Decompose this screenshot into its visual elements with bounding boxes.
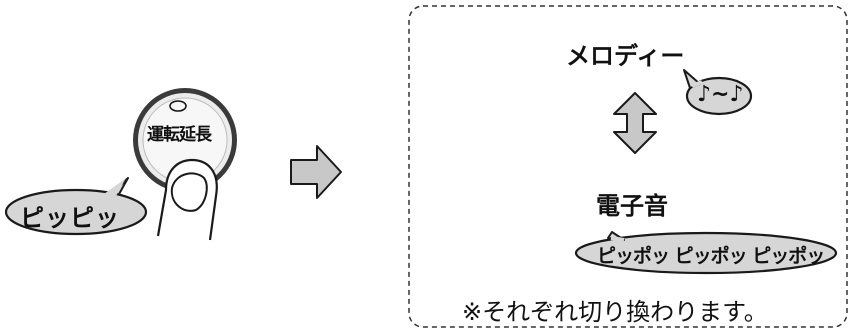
dashed-panel (408, 5, 848, 328)
switch-note: ※それぞれ切り換わります。 (462, 298, 768, 326)
beep-bubble-left-text: ピッピッ (20, 204, 120, 232)
beep-bubble-left (4, 177, 148, 236)
melody-label: メロディー (566, 42, 685, 70)
melody-bubble-text: ♪~♪ (697, 82, 744, 107)
right-arrow-icon (290, 145, 342, 199)
operation-lamp-icon (169, 100, 187, 112)
electronic-beep-bubble-text: ピッポッ ピッポッ ピッポッ (597, 245, 825, 267)
button-note-glyph: ○♪ (174, 97, 195, 113)
button-label: 運転延長 (147, 125, 212, 145)
melody-bubble (683, 69, 753, 116)
finger-icon (156, 158, 218, 241)
toggle-arrow-icon (613, 92, 657, 154)
electronic-beep-label: 電子音 (596, 192, 668, 220)
extend-operation-button (133, 88, 237, 192)
electronic-beep-bubble (574, 231, 838, 275)
